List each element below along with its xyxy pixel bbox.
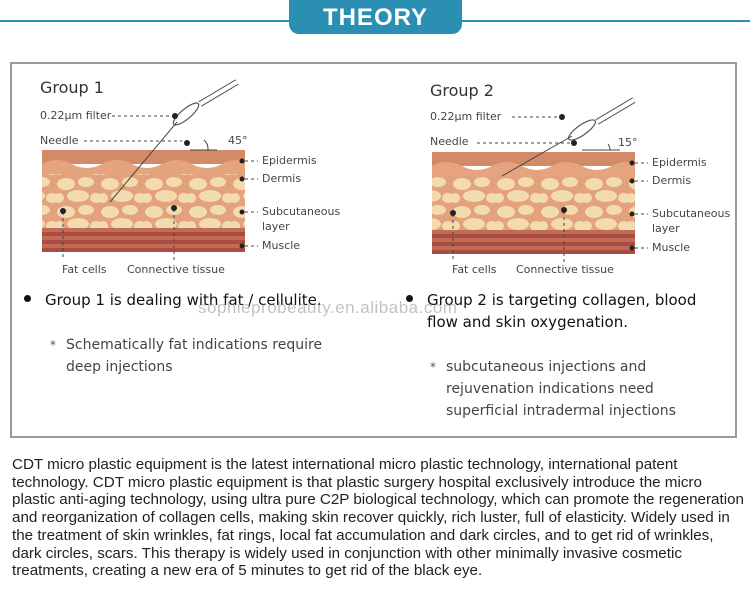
group2-note-line-3: superficial intradermal injections [446,403,676,419]
group2-skin-block [432,152,635,254]
group1-note-line-2: deep injections [66,359,173,375]
group1-bullet-text: Group 1 is dealing with fat / cellulite. [45,291,322,309]
group2-note-line-2: rejuvenation indications need [446,381,654,397]
bullet-dot [24,295,31,302]
group2-fat-cells-label: Fat cells [452,263,497,276]
group1-layer-dermis: Dermis [262,172,302,185]
group2-syringe [501,97,636,177]
group1-needle-label: Needle [40,134,79,147]
group2-note-line-1: subcutaneous injections and [446,359,647,375]
bullet-dot [406,295,413,302]
description-paragraph: CDT micro plastic equipment is the lates… [12,456,744,580]
skin-layer-illustrations [42,79,648,262]
group2-needle-label: Needle [430,135,469,148]
watermark: sophieprobeauty.en.alibaba.com [198,298,458,317]
page-title: THEORY [289,0,462,34]
group2-bullet-line-2: flow and skin oxygenation. [427,313,629,331]
group2-bullet-line-1: Group 2 is targeting collagen, blood [427,291,697,309]
group2-layer-muscle: Muscle [652,241,691,254]
group1-fat-cells-label: Fat cells [62,263,107,276]
group2-layer-subcutaneous-2: layer [652,222,680,235]
group1-connective-tissue-label: Connective tissue [127,263,225,276]
group1-note: * Schematically fat indications require … [50,334,323,378]
group1-layer-subcutaneous-2: layer [262,220,290,233]
theory-diagram-panel: Group 1 0.22μm filter Needle 45° Epiderm… [10,62,737,438]
group1-bullet: Group 1 is dealing with fat / cellulite. [24,289,322,311]
group1-title: Group 1 [40,78,104,97]
group2-layer-dermis: Dermis [652,174,692,187]
group2-bullet: Group 2 is targeting collagen, blood flo… [406,289,696,333]
group1-layer-epidermis: Epidermis [262,154,317,167]
group1-syringe [109,79,239,203]
group2-layer-epidermis: Epidermis [652,156,707,169]
group1-filter-label: 0.22μm filter [40,109,112,122]
group2-title: Group 2 [430,81,494,100]
asterisk-icon: * [430,360,436,374]
group1-note-line-1: Schematically fat indications require [66,337,323,353]
group2-note: * subcutaneous injections and rejuvenati… [430,356,676,422]
group2-layer-subcutaneous: Subcutaneous [652,207,731,220]
group1-layer-subcutaneous: Subcutaneous [262,205,341,218]
group1-layer-muscle: Muscle [262,239,301,252]
group1-skin-block [42,150,245,252]
asterisk-icon: * [50,338,56,352]
group2-filter-label: 0.22μm filter [430,110,502,123]
group2-angle-label: 15° [618,136,638,149]
group2-connective-tissue-label: Connective tissue [516,263,614,276]
group1-angle-label: 45° [228,134,248,147]
